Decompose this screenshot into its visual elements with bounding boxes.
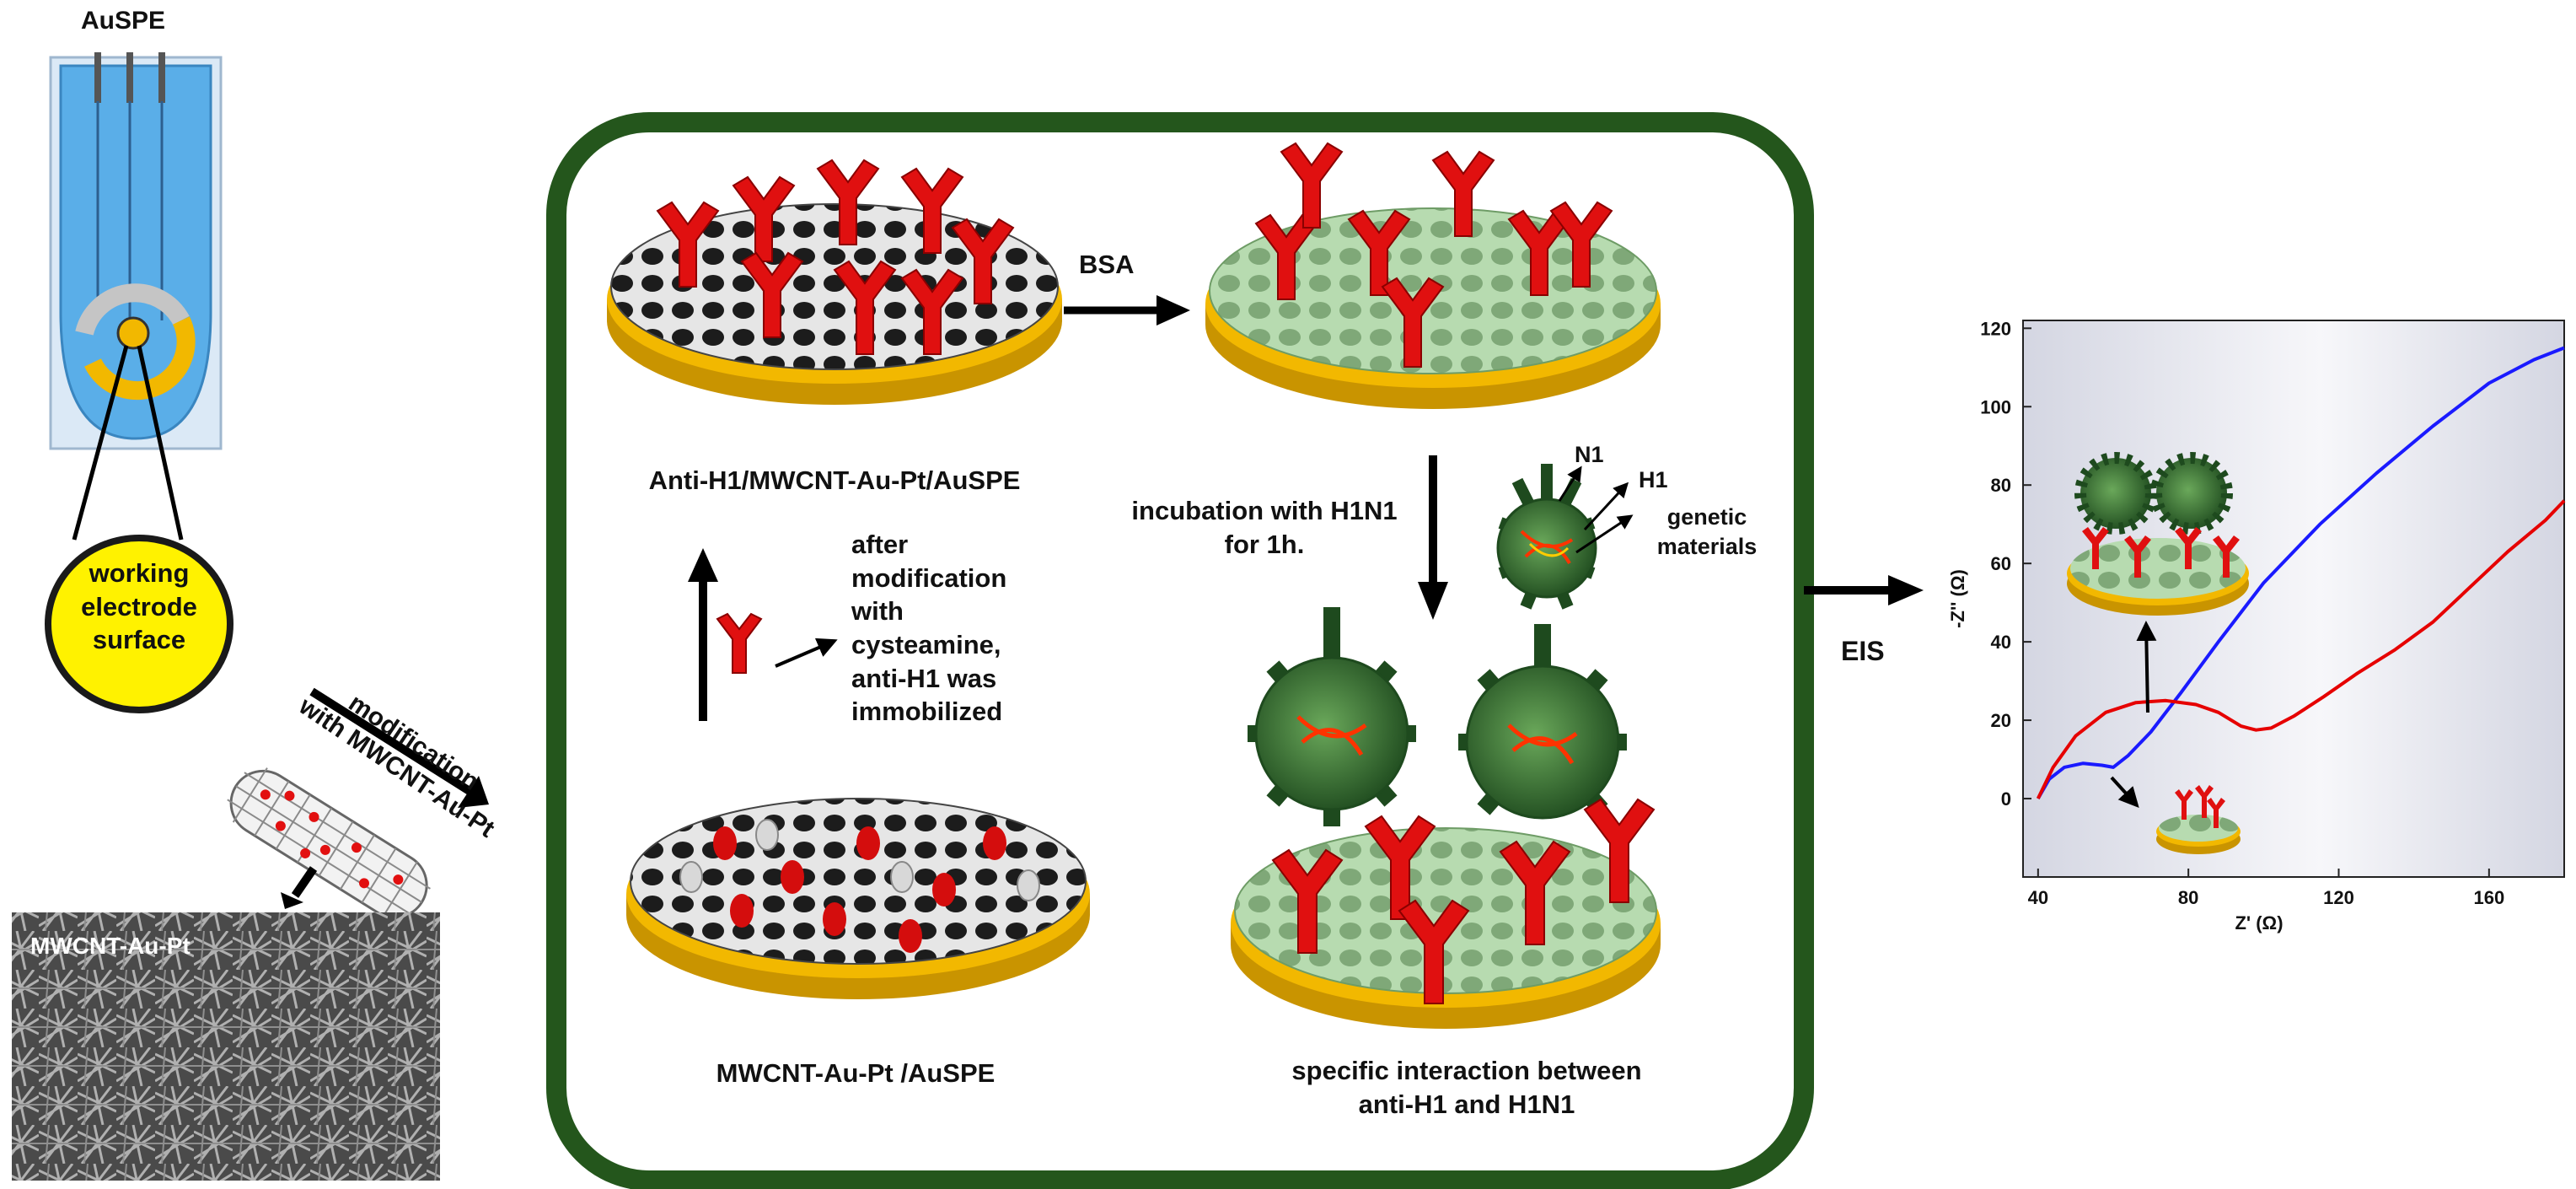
bsa-label: BSA [1079, 250, 1135, 279]
auspe-title: AuSPE [81, 7, 166, 35]
virus-large-right [1458, 624, 1627, 820]
imm-line-6: immobilized [851, 697, 1003, 727]
x-axis-label: Z' (Ω) [2235, 912, 2283, 933]
incubation-line-2: for 1h. [1224, 529, 1305, 559]
h1n1-virus-icon [1496, 464, 1597, 610]
surface-line-1: working [89, 558, 190, 588]
imm-line-4: cysteamine, [851, 630, 1001, 660]
arrow-icon [1157, 295, 1190, 325]
virus-large-left [1248, 607, 1416, 826]
interaction-label: specific interaction between anti-H1 and… [1264, 1054, 1669, 1121]
interaction-line-2: anti-H1 and H1N1 [1358, 1089, 1575, 1119]
y-tick-label: 20 [1991, 710, 2011, 731]
working-electrode-label: working electrode surface [51, 557, 228, 657]
series-line-blue [2037, 346, 2565, 800]
x-tick-label: 120 [2323, 887, 2354, 908]
genetic-line-1: genetic [1666, 504, 1747, 530]
y-axis-label: -Z'' (Ω) [1947, 569, 1968, 628]
y-tick-label: 100 [1980, 396, 2011, 417]
antibody-cluster-1 [656, 159, 1015, 355]
immobilization-note: after modification with cysteamine, anti… [851, 528, 1071, 729]
incubation-label: incubation with H1N1 for 1h. [1104, 494, 1425, 561]
arrow-icon [458, 776, 489, 808]
y-tick-label: 60 [1991, 553, 2011, 574]
stage-label-mwcnt: MWCNT-Au-Pt /AuSPE [716, 1058, 996, 1088]
h1-label: H1 [1639, 467, 1668, 492]
surface-line-3: surface [92, 625, 186, 655]
n1-label: N1 [1575, 442, 1604, 467]
imm-line-2: modification [851, 562, 1007, 593]
sem-label: MWCNT-Au-Pt [30, 933, 191, 959]
nanotube-icon [227, 767, 431, 919]
y-tick-label: 0 [2001, 788, 2011, 810]
series-line-red [2036, 499, 2566, 799]
x-tick-label: 40 [2028, 887, 2048, 908]
sem-image [12, 912, 440, 1181]
eis-label: EIS [1841, 636, 1885, 666]
stage-label-anti-h1: Anti-H1/MWCNT-Au-Pt/AuSPE [648, 465, 1021, 495]
x-tick-label: 160 [2473, 887, 2504, 908]
interaction-line-1: specific interaction between [1291, 1056, 1642, 1085]
imm-line-5: anti-H1 was [851, 663, 997, 693]
surface-line-2: electrode [81, 591, 197, 621]
genetic-label: genetic materials [1635, 503, 1779, 561]
working-electrode-surface [45, 535, 233, 713]
incubation-line-1: incubation with H1N1 [1131, 496, 1398, 525]
antibody-cluster-3 [1271, 798, 1656, 1004]
auspe-electrode [49, 52, 223, 450]
arrow-icon [1418, 582, 1448, 620]
x-tick-label: 80 [2178, 887, 2198, 908]
imm-line-3: with [851, 596, 904, 627]
y-tick-label: 120 [1980, 318, 2011, 339]
genetic-line-2: materials [1656, 533, 1758, 559]
antibody-cluster-2 [1254, 142, 1613, 368]
inset-antibody-disc [2156, 785, 2241, 854]
antibody-icon [716, 612, 763, 674]
y-tick-label: 80 [1991, 475, 2011, 496]
inset-virus-disc [2067, 452, 2249, 616]
disc-mwcnt [626, 798, 1090, 999]
arrow-icon [281, 892, 303, 909]
arrow-icon [688, 548, 718, 582]
y-tick-label: 40 [1991, 632, 2011, 653]
eis-chart: 40 80 120 160 0 20 40 60 80 100 120 Z' (Ω) -Z'' (Ω… [1947, 318, 2566, 933]
arrow-icon [1888, 575, 1924, 605]
imm-line-1: after [851, 530, 909, 559]
